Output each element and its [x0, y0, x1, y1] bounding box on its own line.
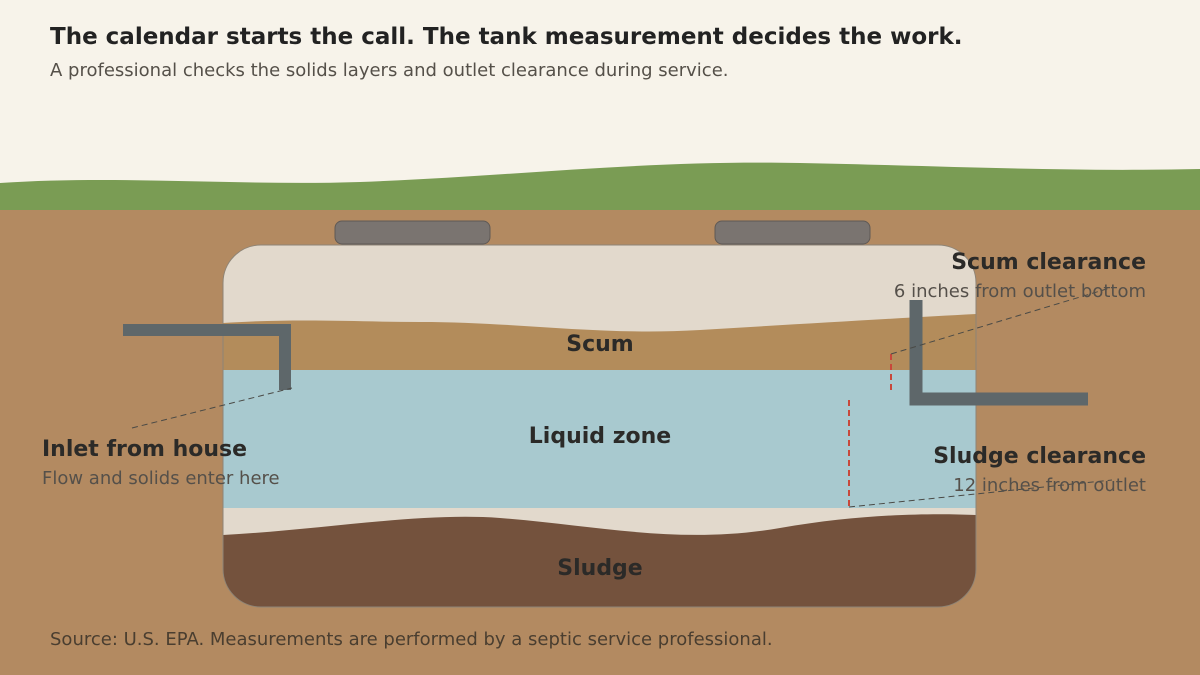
- access-lid-right: [714, 220, 871, 245]
- outlet-pipe: [909, 300, 1088, 406]
- inlet-callout-title: Inlet from house: [42, 437, 247, 462]
- source-note: Source: U.S. EPA. Measurements are perfo…: [50, 629, 773, 650]
- scum-clearance-callout-title: Scum clearance: [951, 250, 1146, 275]
- sludge-clearance-callout-subtitle: 12 inches from outlet: [953, 475, 1146, 496]
- inlet-callout-subtitle: Flow and solids enter here: [42, 468, 280, 489]
- inlet-leader-line: [131, 387, 293, 429]
- sludge-clearance-leader-line: [848, 479, 1113, 508]
- tank-outline: [222, 244, 977, 608]
- scum-clearance-callout-subtitle: 6 inches from outlet bottom: [894, 281, 1146, 302]
- scum-layer: [223, 314, 976, 370]
- sludge-clearance-callout-title: Sludge clearance: [933, 444, 1146, 469]
- sludge-label: Sludge: [557, 556, 642, 581]
- grass-strip: [0, 162, 1200, 215]
- page-subtitle: A professional checks the solids layers …: [50, 60, 729, 81]
- access-lid-left: [334, 220, 491, 245]
- sludge-layer: [223, 514, 976, 607]
- page-title: The calendar starts the call. The tank m…: [50, 24, 963, 50]
- scum-label: Scum: [566, 332, 633, 357]
- inlet-pipe: [123, 324, 291, 390]
- scum-clearance-leader-line: [890, 287, 1111, 355]
- septic-tank: [222, 244, 977, 608]
- liquid-zone-layer: [223, 370, 976, 508]
- liquid-zone-label: Liquid zone: [529, 424, 671, 449]
